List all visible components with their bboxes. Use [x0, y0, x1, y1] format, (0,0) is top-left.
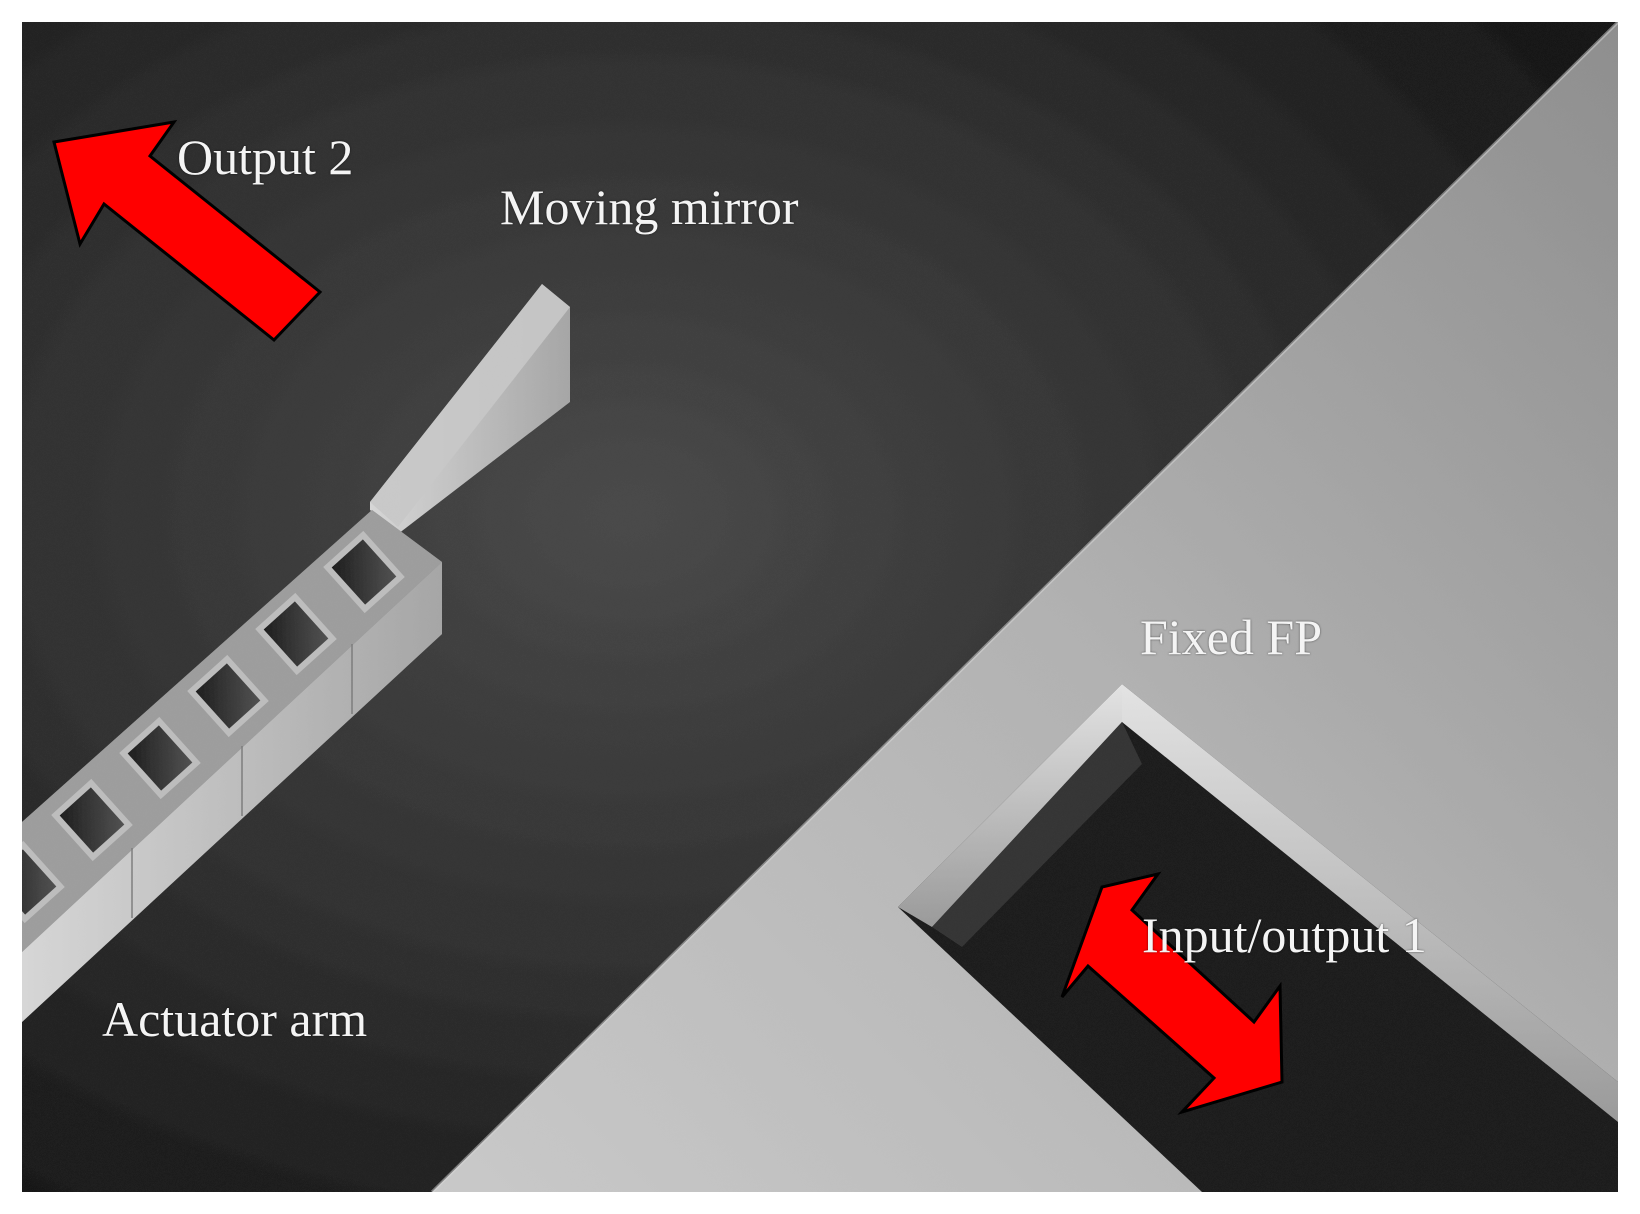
label-actuator-arm: Actuator arm [102, 991, 368, 1047]
arrow-up-left-icon [52, 119, 323, 343]
label-output-2: Output 2 [177, 129, 354, 185]
sem-micrograph: Output 2 Moving mirror Fixed FP Input/ou… [22, 22, 1618, 1192]
fixed-fp-wall-right [1122, 684, 1618, 1122]
sem-micrograph-drawing [22, 22, 1618, 1192]
actuator-comb-cells [22, 530, 405, 924]
actuator-arm-face [22, 562, 442, 1022]
label-fixed-fp: Fixed FP [1140, 609, 1323, 665]
label-input-output-1: Input/output 1 [1142, 907, 1427, 963]
fixed-fp-wall-left [898, 684, 1122, 927]
label-moving-mirror: Moving mirror [500, 179, 799, 235]
double-arrow-diagonal-icon [1060, 871, 1284, 1116]
